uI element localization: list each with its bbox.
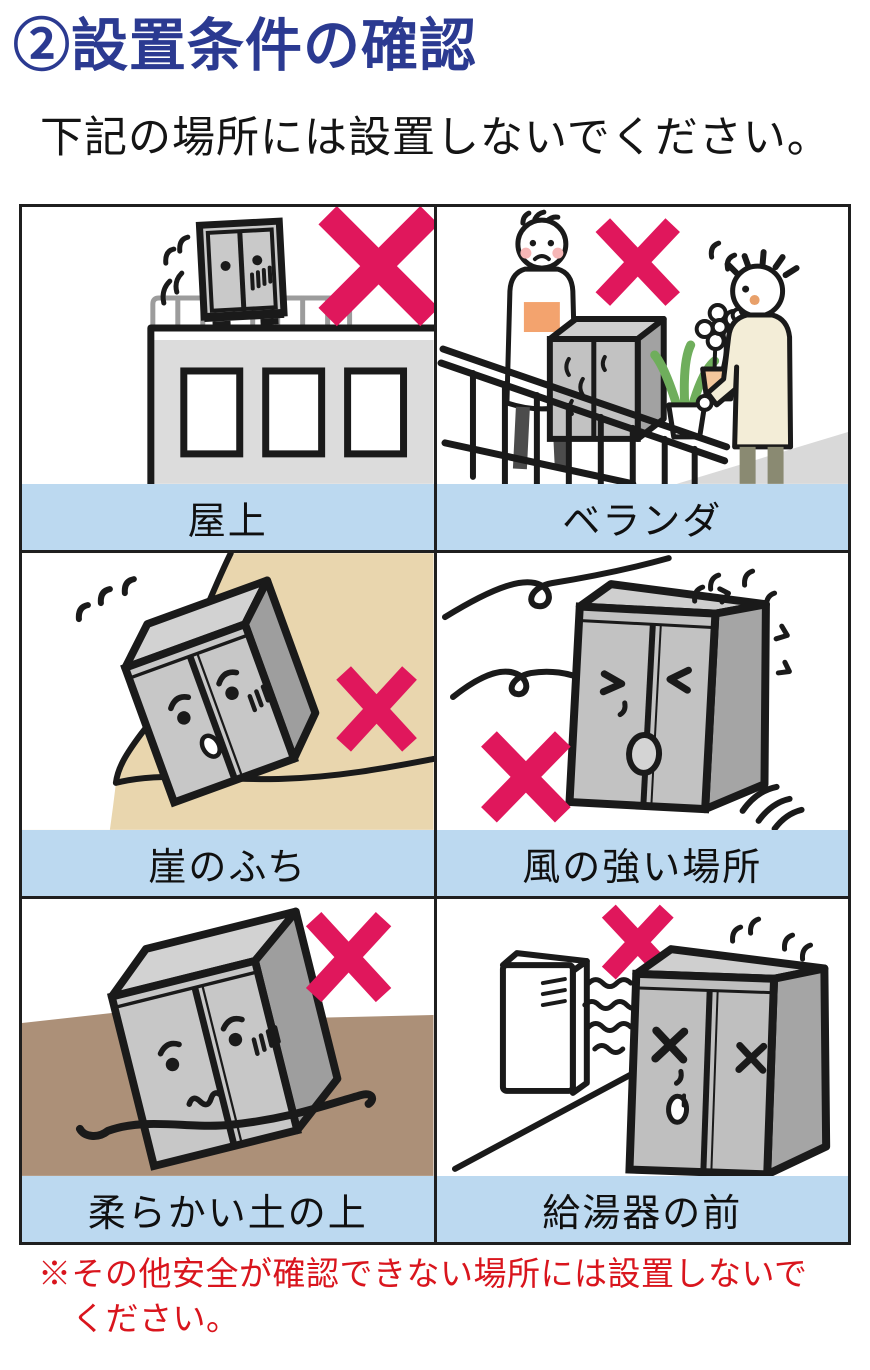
veranda-illustration — [436, 209, 848, 484]
windy-place-illustration — [441, 555, 805, 830]
sweat-drops — [563, 354, 607, 416]
prohibition-x-icon — [305, 912, 392, 1003]
panel-label-veranda: ベランダ — [436, 484, 848, 550]
sweat-drops — [75, 576, 137, 623]
sweat-drops — [691, 568, 777, 610]
panel-label-soft-soil: 柔らかい土の上 — [22, 1176, 434, 1242]
panel-windy-place: 風の強い場所 — [436, 553, 848, 896]
page-subtitle: 下記の場所には設置しないでください。 — [40, 114, 831, 162]
soil-wave-line — [75, 1090, 377, 1140]
ground-line — [451, 1061, 652, 1172]
person-right — [695, 249, 800, 484]
motion-arcs — [739, 783, 805, 830]
building-windows — [180, 367, 408, 458]
footer-note-line2: ください。 — [72, 1299, 240, 1337]
footer-note-line1: ※その他安全が確認できない場所には設置しないで — [38, 1255, 808, 1292]
storage-cabinet — [564, 580, 792, 814]
storage-cabinet — [195, 217, 288, 328]
rooftop-illustration — [147, 207, 434, 484]
page-title: ②設置条件の確認 — [13, 14, 477, 78]
cliff-edge-illustration — [22, 553, 434, 830]
panel-water-heater-front: 給湯器の前 — [436, 899, 848, 1242]
panel-label-windy-place: 風の強い場所 — [436, 830, 848, 896]
heat-squiggles — [581, 977, 643, 1055]
panel-label-cliff-edge: 崖のふち — [22, 830, 434, 896]
sweat-drops — [160, 234, 191, 306]
balcony-railing — [436, 345, 730, 484]
sweat-drops — [708, 240, 737, 272]
prohibition-x-icon — [595, 218, 680, 306]
panel-cliff-edge: 崖のふち — [22, 553, 434, 896]
panel-label-water-heater-front: 給湯器の前 — [436, 1176, 848, 1242]
water-heater-front-illustration — [451, 904, 830, 1176]
footer-note: ※その他安全が確認できない場所には設置しないで ください。 — [38, 1252, 838, 1341]
storage-cabinet — [120, 576, 320, 808]
sweat-drops — [729, 916, 813, 962]
prohibition-x-icon — [336, 666, 417, 752]
panel-label-rooftop: 屋上 — [22, 484, 434, 550]
prohibition-x-icon — [318, 207, 434, 327]
water-heater — [499, 950, 590, 1096]
balcony-floor — [676, 431, 848, 484]
wind-swirls — [441, 555, 672, 700]
prohibition-x-icon — [480, 731, 571, 823]
storage-cabinet — [107, 907, 342, 1171]
prohibited-locations-table: 屋上 — [19, 204, 851, 1245]
storage-cabinet — [624, 945, 830, 1176]
panel-rooftop: 屋上 — [22, 207, 434, 550]
panel-soft-soil: 柔らかい土の上 — [22, 899, 434, 1242]
panel-veranda: ベランダ — [436, 207, 848, 550]
soft-soil-illustration — [22, 907, 434, 1176]
